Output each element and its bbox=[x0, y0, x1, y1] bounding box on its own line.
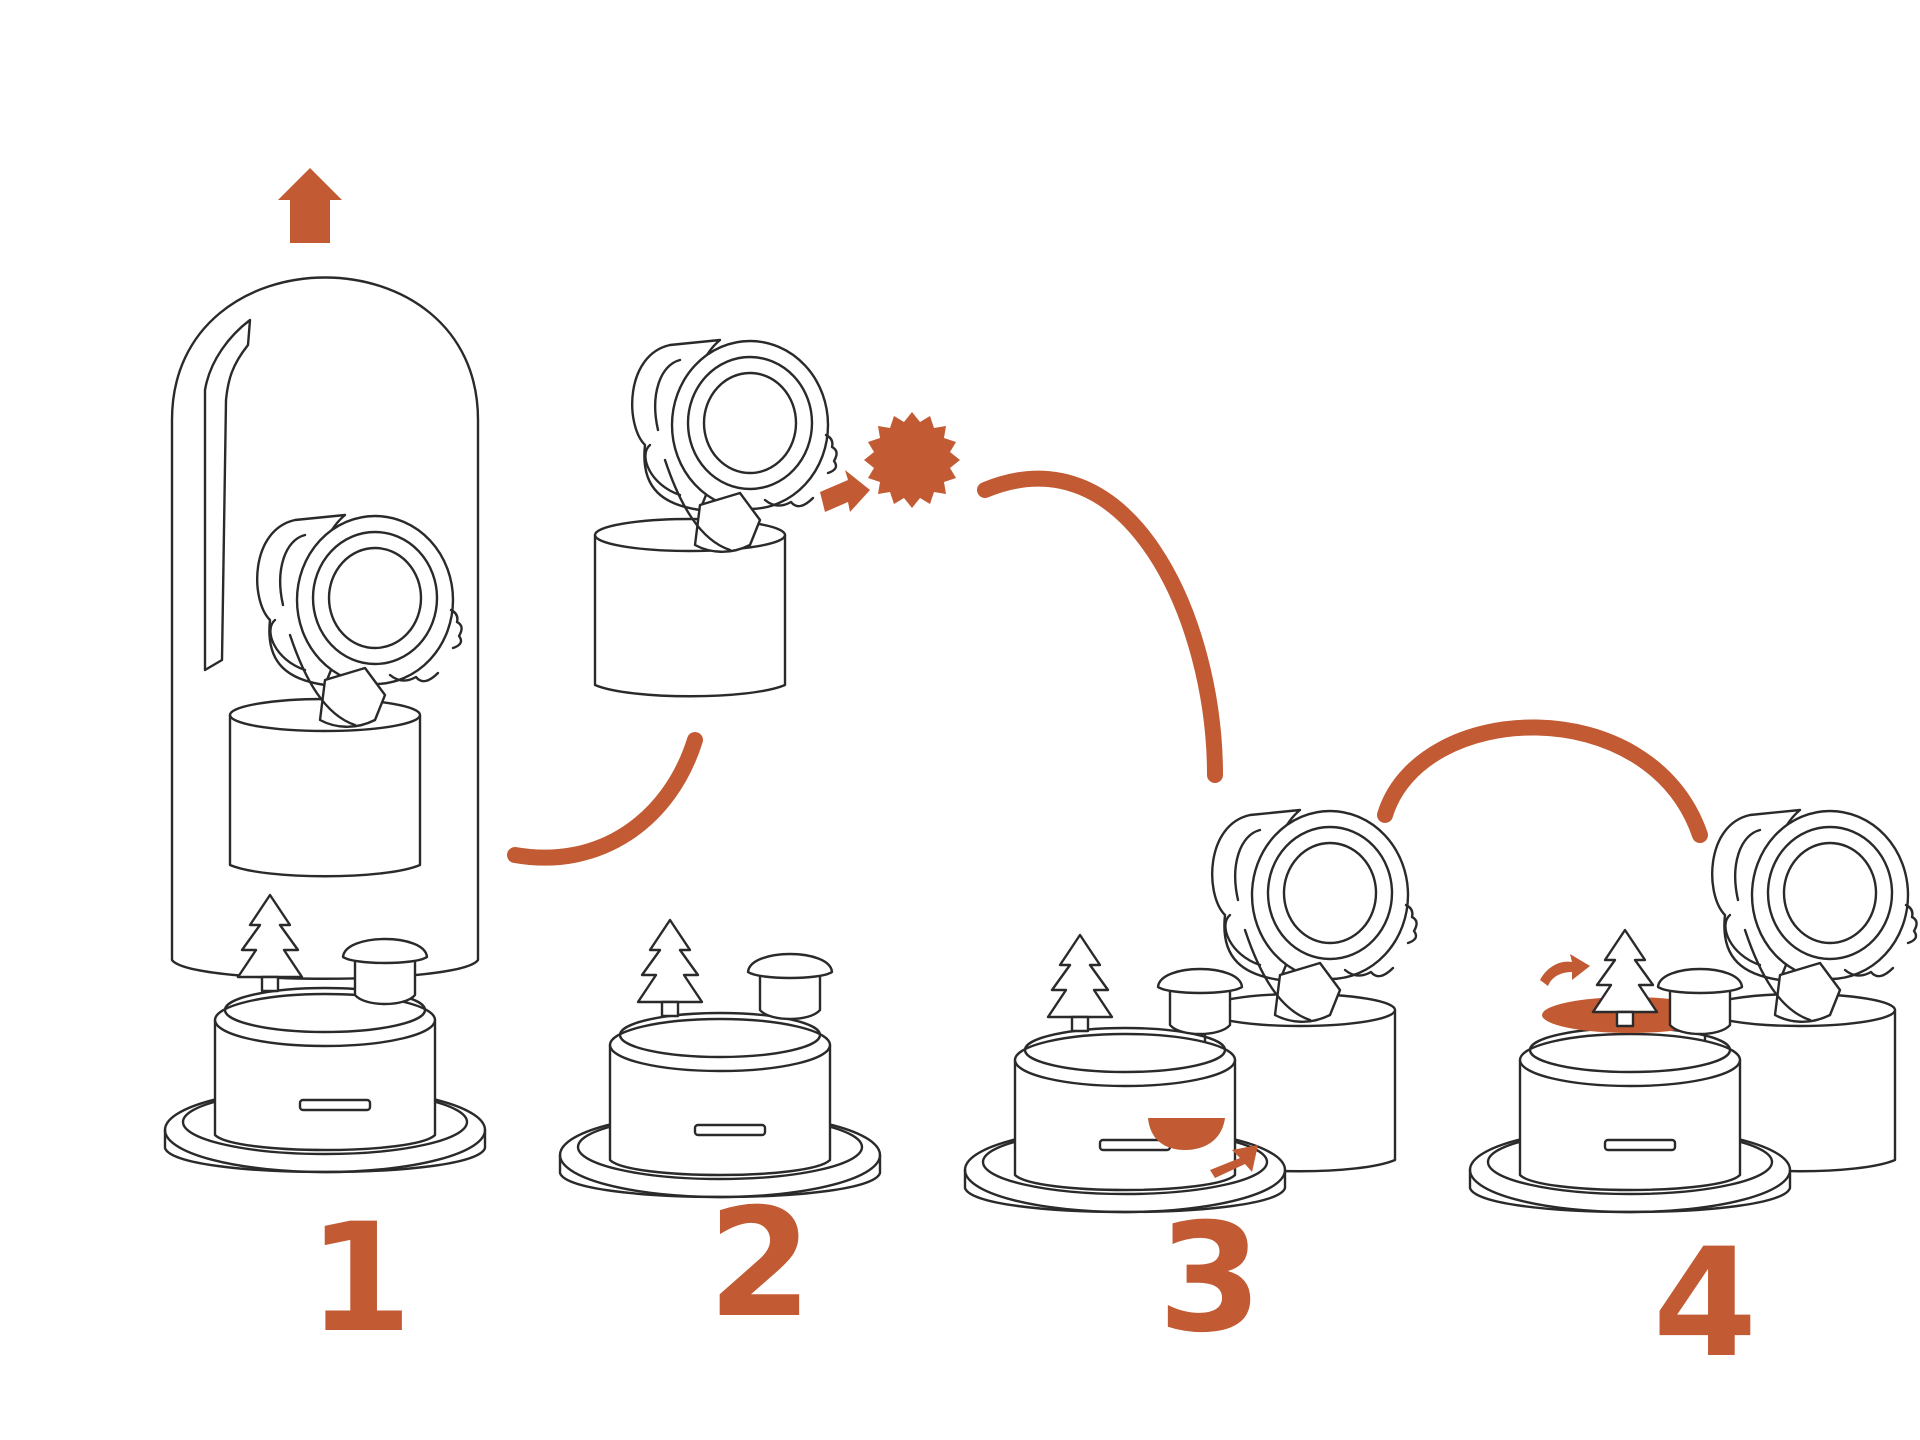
step-4-illustration bbox=[1470, 810, 1917, 1212]
step-number-3: 3 bbox=[1158, 1192, 1262, 1366]
house-figurine bbox=[1158, 969, 1242, 1034]
watch bbox=[1712, 810, 1916, 1022]
watch-pedestal bbox=[595, 519, 785, 696]
watch bbox=[257, 515, 461, 727]
connector-arc-1-2 bbox=[515, 740, 695, 858]
house-figurine bbox=[748, 954, 832, 1019]
tree-figurine bbox=[1593, 930, 1657, 1026]
step-number-4: 4 bbox=[1653, 1217, 1757, 1391]
house-figurine bbox=[1658, 969, 1742, 1034]
up-arrow-icon bbox=[278, 168, 342, 243]
tree-figurine bbox=[1048, 935, 1112, 1031]
connector-arc-2-3 bbox=[985, 479, 1215, 775]
connector-arc-3-4 bbox=[1385, 727, 1700, 835]
snow-globe-base bbox=[165, 988, 485, 1172]
watch bbox=[1212, 810, 1416, 1022]
tree-figurine bbox=[238, 895, 302, 991]
tree-figurine bbox=[638, 920, 702, 1016]
step-3-illustration bbox=[965, 810, 1417, 1212]
step-number-1: 1 bbox=[308, 1192, 412, 1366]
step-number-2: 2 bbox=[708, 1177, 812, 1351]
dome-highlight bbox=[205, 320, 250, 670]
curved-arrow-icon bbox=[1540, 954, 1590, 986]
house-figurine bbox=[343, 939, 427, 1004]
step-2-illustration bbox=[560, 340, 960, 1197]
snow-globe-base bbox=[560, 1013, 880, 1197]
watch-pedestal bbox=[230, 699, 420, 876]
step-1-illustration bbox=[165, 168, 485, 1172]
right-arrow-icon bbox=[820, 470, 870, 512]
gear-token-icon bbox=[864, 412, 960, 508]
